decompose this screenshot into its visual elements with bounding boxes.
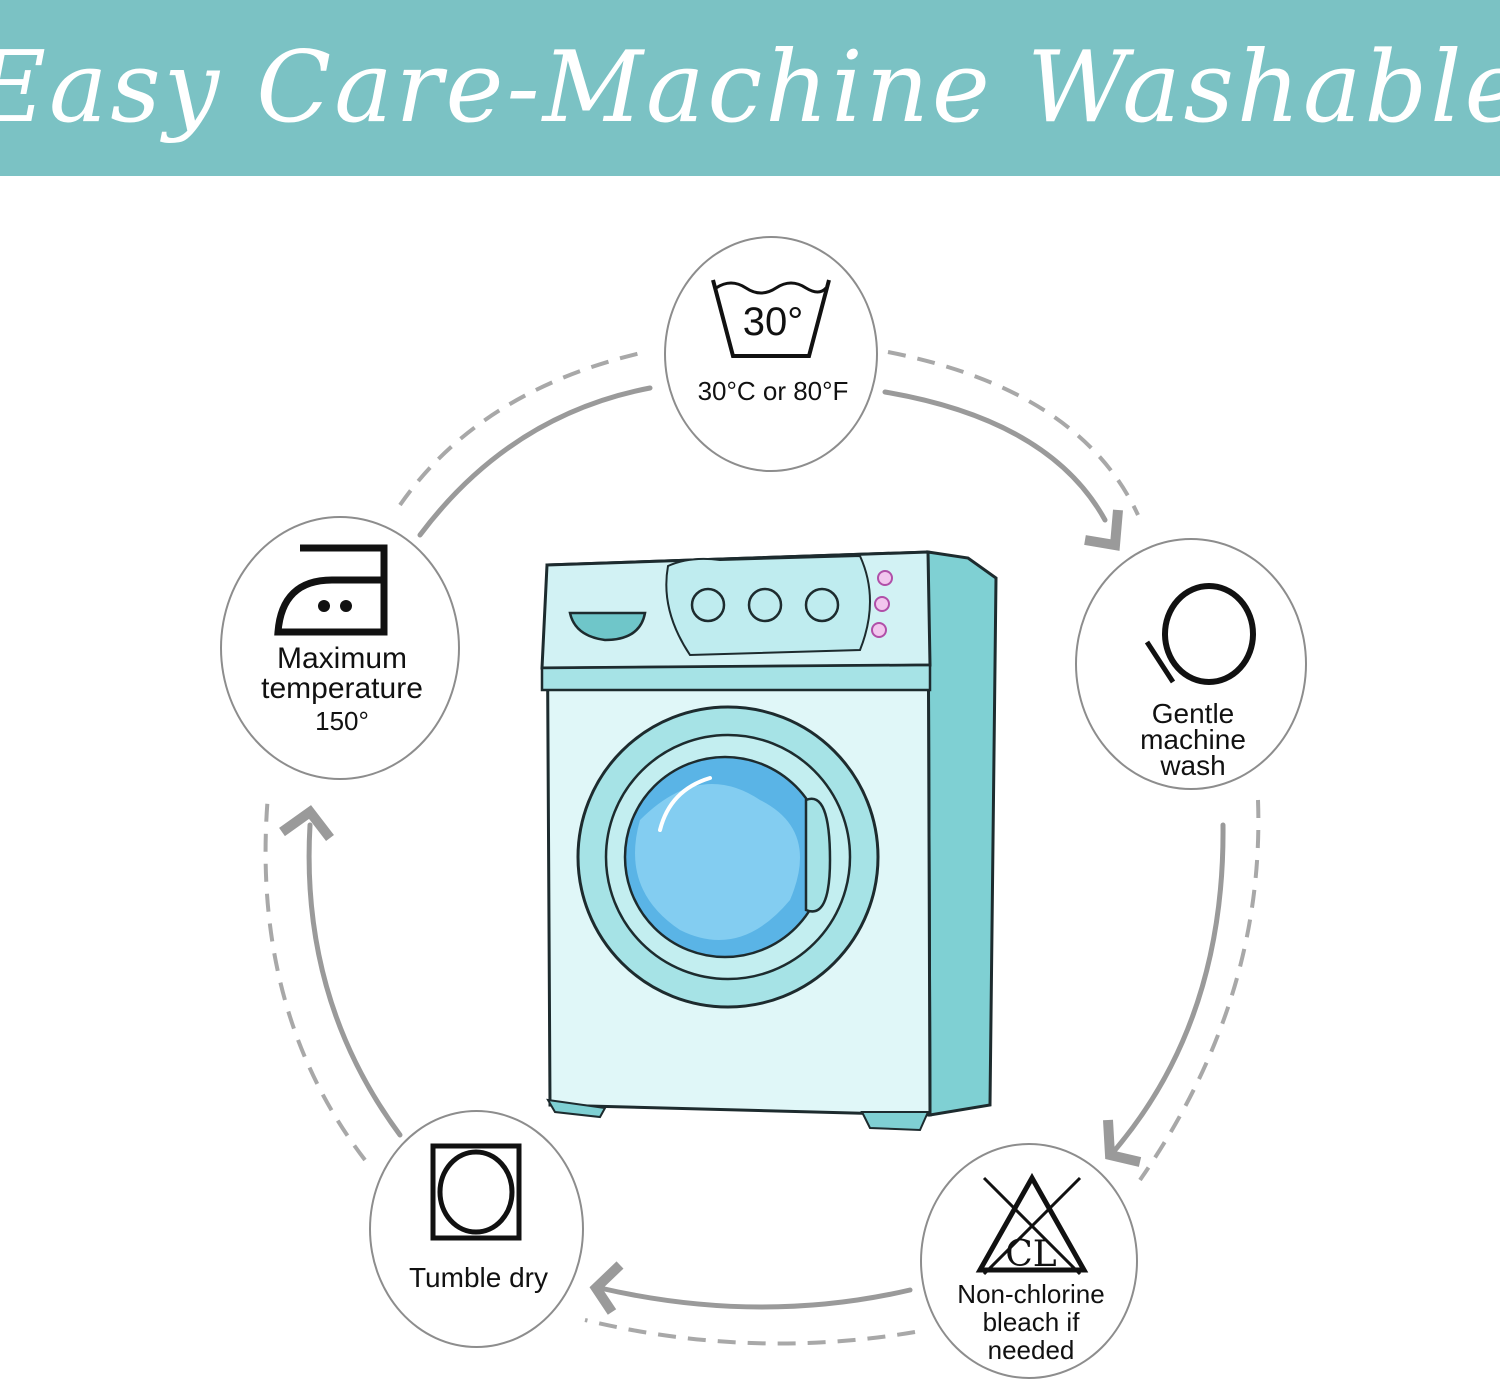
machine-foot-left xyxy=(546,1098,607,1119)
gentle-wash-line-3: wash xyxy=(1160,750,1226,781)
indicator-3 xyxy=(871,622,887,638)
dashed-arc-top-right xyxy=(887,350,1140,516)
iron-icon xyxy=(274,544,388,636)
wash-temperature-label: 30°C or 80°F xyxy=(697,376,849,406)
care-step-iron: Maximum temperature 150° xyxy=(220,516,460,780)
iron-line-3: 150° xyxy=(315,706,369,736)
care-step-wash-temperature: 30° 30°C or 80°F xyxy=(664,236,878,472)
bleach-line-1: Non-chlorine xyxy=(957,1279,1105,1309)
solid-arc-top-left xyxy=(417,385,653,538)
drum-glare xyxy=(658,776,712,832)
tumble-dry-label: Tumble dry xyxy=(408,1262,548,1293)
dashed-arc-top-left xyxy=(398,350,646,507)
top-band xyxy=(540,663,932,692)
arrowhead-left xyxy=(279,805,334,842)
care-step-bleach: CL Non-chlorine bleach if needed xyxy=(920,1143,1138,1379)
machine-side-panel xyxy=(926,550,998,1117)
arrowhead-right xyxy=(1103,1119,1142,1167)
wash-temperature-symbol: 30° xyxy=(742,300,804,344)
gentle-wash-line-2: machine xyxy=(1140,724,1246,755)
iron-line-2: temperature xyxy=(261,672,423,705)
solid-arc-left xyxy=(306,822,403,1138)
arrowhead-top-right xyxy=(1084,509,1123,551)
banner-title: Easy Care-Machine Washable xyxy=(0,31,1500,145)
arrowhead-bottom xyxy=(589,1261,624,1315)
dashed-arc-bottom xyxy=(584,1318,916,1346)
dashed-arc-left xyxy=(263,794,367,1162)
solid-arc-bottom xyxy=(597,1285,913,1310)
care-step-gentle-wash: Gentle machine wash xyxy=(1075,538,1307,790)
gentle-wash-icon xyxy=(1144,583,1256,685)
non-chlorine-bleach-icon xyxy=(975,1172,1089,1276)
bleach-cl-symbol: CL xyxy=(1005,1234,1057,1275)
drum-water-shape xyxy=(635,784,800,940)
dashed-arc-right xyxy=(1138,799,1261,1182)
bleach-line-2: bleach if xyxy=(982,1307,1080,1337)
door-handle xyxy=(804,797,832,913)
title-banner: Easy Care-Machine Washable xyxy=(0,0,1500,176)
gentle-wash-line-1: Gentle xyxy=(1151,698,1235,729)
machine-foot-right xyxy=(860,1111,930,1132)
indicator-2 xyxy=(874,596,890,612)
detergent-drawer xyxy=(568,611,647,642)
dial-1 xyxy=(690,587,726,623)
dial-3 xyxy=(804,587,840,623)
bleach-line-3: needed xyxy=(987,1335,1075,1365)
wash-tub-30-icon xyxy=(711,279,831,358)
solid-arc-right xyxy=(1112,822,1226,1153)
solid-arc-top-right xyxy=(882,389,1108,523)
care-step-tumble-dry: Tumble dry xyxy=(369,1110,584,1348)
iron-line-1: Maximum xyxy=(276,642,407,675)
indicator-1 xyxy=(877,570,893,586)
tumble-dry-icon xyxy=(430,1143,522,1241)
dial-2 xyxy=(747,587,783,623)
